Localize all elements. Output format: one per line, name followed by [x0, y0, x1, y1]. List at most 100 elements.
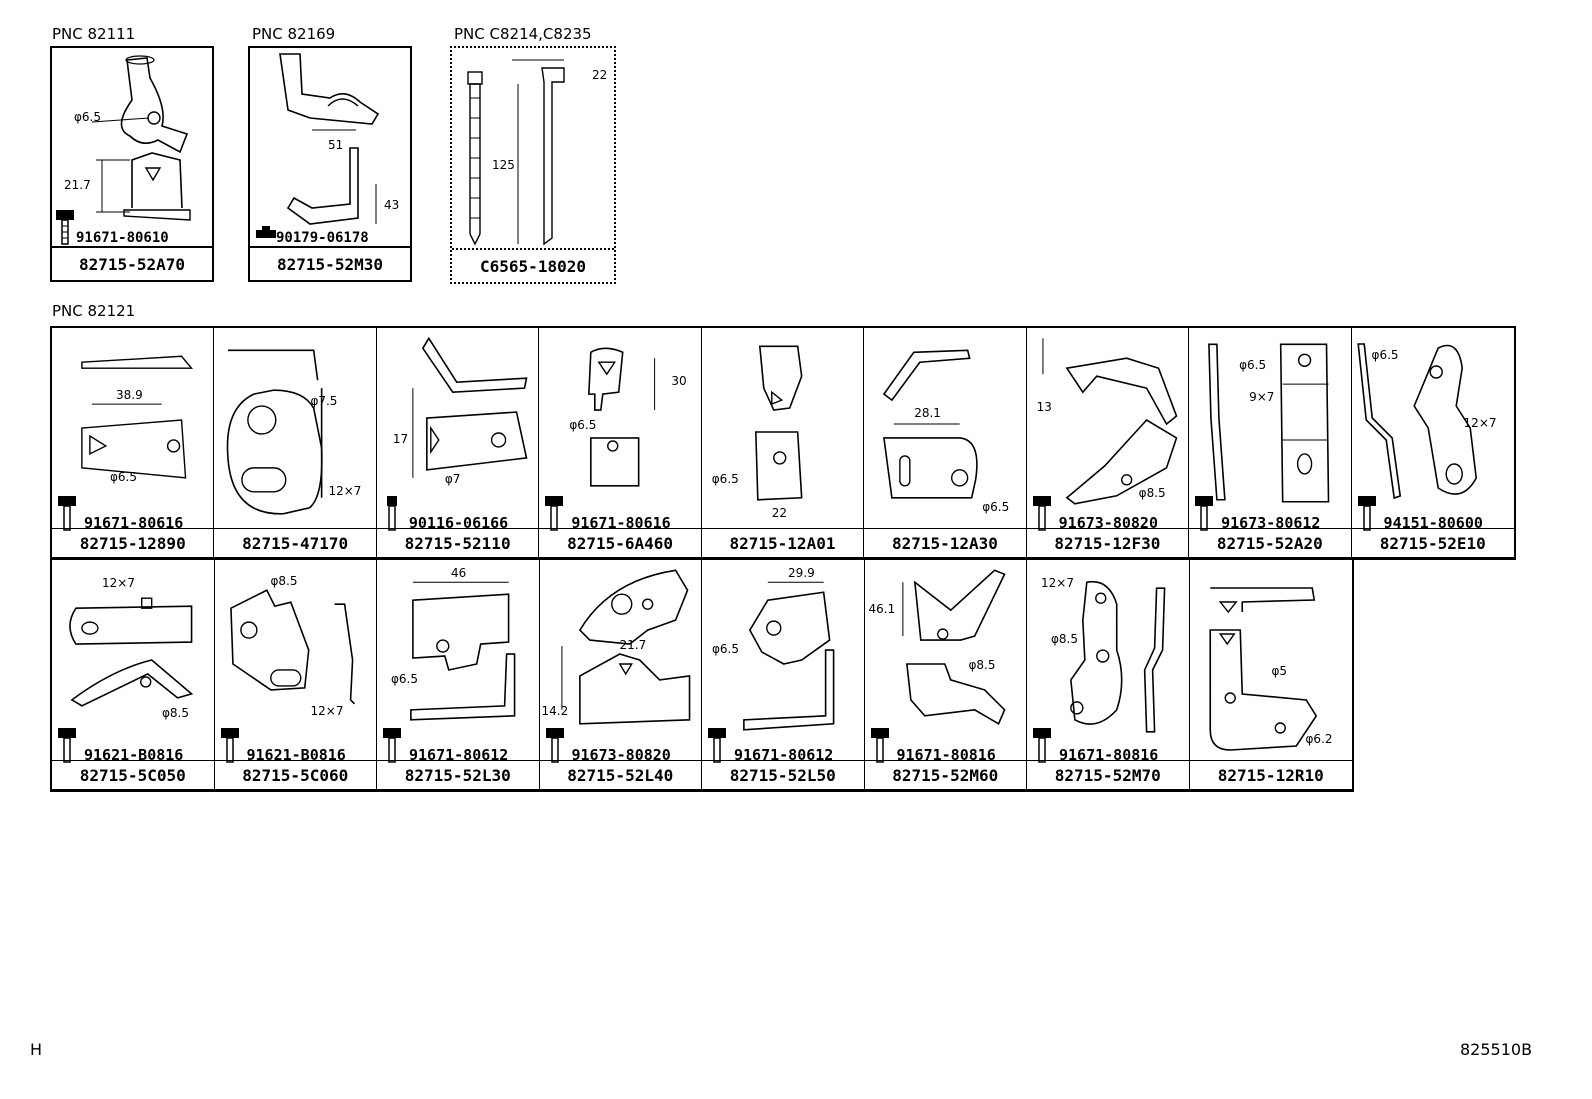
cable-tie-drawing: [467, 59, 565, 246]
part-number[interactable]: 82715-52A20: [1189, 528, 1351, 557]
bracket-drawing: [69, 597, 194, 707]
bolt-part-number[interactable]: 94151-80600: [1383, 514, 1483, 532]
dim: 12×7: [310, 704, 344, 718]
bracket-drawing: [91, 55, 191, 221]
part-box-82715-52a70[interactable]: φ6.5 21.7 91671-80610 82715-52A70: [50, 46, 214, 282]
dim: φ8.5: [1138, 486, 1166, 500]
dim: 30: [671, 374, 687, 388]
parts-grid-row-2: 12×7 φ8.5 91621-B0816 82715-5C050 φ8.5 1…: [50, 558, 1354, 792]
dim-21-7: 21.7: [64, 178, 91, 192]
dim-51: 51: [328, 138, 344, 152]
part-box-82715-52m30[interactable]: 51 43 90179-06178 82715-52M30: [248, 46, 412, 282]
bolt-part-number[interactable]: 91621-B0816: [246, 746, 346, 764]
bolt-part-number[interactable]: 91671-80816: [896, 746, 996, 764]
part-cell[interactable]: 38.9 φ6.5 91671-80616 82715-12890: [52, 328, 215, 558]
dim: 46.1: [868, 602, 896, 616]
bolt-part-number[interactable]: 90179-06178: [276, 230, 369, 246]
part-number[interactable]: 82715-52M30: [250, 246, 410, 280]
dim: 12×7: [1463, 416, 1497, 430]
bracket-drawing: [883, 349, 978, 499]
part-cell[interactable]: 28.1 φ6.5 82715-12A30: [864, 328, 1027, 558]
part-cell[interactable]: φ6.5 22 82715-12A01: [701, 328, 865, 558]
bolt-icon: [1033, 728, 1051, 763]
part-number[interactable]: 82715-12A01: [701, 528, 864, 557]
part-number[interactable]: 82715-52M60: [864, 760, 1026, 789]
bolt-icon: [58, 496, 76, 531]
bolt-part-number[interactable]: 91671-80616: [84, 514, 184, 532]
dim: φ6.2: [1305, 732, 1333, 746]
bolt-part-number[interactable]: 91671-80616: [571, 514, 671, 532]
part-number[interactable]: C6565-18020: [452, 248, 614, 282]
bolt-part-number[interactable]: 90116-06166: [408, 514, 509, 532]
dim: 12×7: [1041, 576, 1074, 590]
bolt-part-number[interactable]: 91621-B0816: [84, 746, 184, 764]
part-cell[interactable]: φ7.5 12×7 82715-47170: [214, 328, 377, 558]
bolt-part-number[interactable]: 91671-80610: [76, 230, 169, 246]
dim: 29.9: [788, 566, 815, 580]
part-number[interactable]: 82715-52110: [376, 528, 539, 557]
bolt-icon: [1195, 496, 1214, 531]
bolt-part-number[interactable]: 91671-80816: [1059, 746, 1159, 764]
part-number[interactable]: 82715-52L50: [702, 760, 864, 789]
part-number[interactable]: 82715-6A460: [539, 528, 701, 557]
bolt-part-number[interactable]: 91671-80612: [734, 746, 834, 764]
part-cell[interactable]: 46 φ6.5 91671-80612 82715-52L30: [377, 560, 540, 790]
part-number[interactable]: 82715-12A30: [864, 528, 1026, 557]
bolt-part-number[interactable]: 91673-80820: [1058, 514, 1158, 532]
part-cell[interactable]: 29.9 φ6.5 91671-80612 82715-52L50: [702, 560, 865, 790]
bolt-icon: [58, 728, 76, 763]
dim: 21.7: [619, 638, 647, 652]
part-cell[interactable]: φ5 φ6.2 82715-12R10: [1189, 560, 1352, 790]
part-cell[interactable]: 46.1 φ8.5 91671-80816 82715-52M60: [864, 560, 1027, 790]
part-number[interactable]: 82715-5C050: [52, 760, 214, 789]
part-number[interactable]: 82715-52E10: [1351, 528, 1514, 557]
bolt-icon: [870, 728, 889, 763]
part-number[interactable]: 82715-12F30: [1026, 528, 1189, 557]
dim: φ8.5: [162, 706, 189, 720]
bolt-part-number[interactable]: 91671-80612: [409, 746, 509, 764]
dim-125: 125: [492, 158, 515, 172]
pnc-label-c8214: PNC C8214,C8235: [454, 25, 592, 43]
pnc-label-82169: PNC 82169: [252, 25, 336, 43]
part-number[interactable]: 82715-5C060: [214, 760, 376, 789]
dim: 46: [451, 566, 467, 580]
part-cell[interactable]: 21.7 14.2 91673-80820 82715-52L40: [539, 560, 702, 790]
dim: 12×7: [102, 576, 135, 590]
dim: φ6.5: [391, 672, 418, 686]
pnc-label-82111: PNC 82111: [52, 25, 136, 43]
dim: φ6.5: [1239, 358, 1267, 372]
part-number[interactable]: 82715-52A70: [52, 246, 212, 280]
part-cell[interactable]: 30 φ6.5 91671-80616 82715-6A460: [539, 328, 702, 558]
dim: 38.9: [116, 388, 143, 402]
dim: φ7.5: [310, 394, 338, 408]
part-cell[interactable]: 12×7 φ8.5 91671-80816 82715-52M70: [1027, 560, 1190, 790]
bracket-drawing: [588, 347, 656, 487]
dim: φ6.5: [982, 500, 1010, 514]
bracket-drawing: [1208, 343, 1330, 503]
part-number[interactable]: 82715-12R10: [1189, 760, 1352, 789]
part-box-c6565-18020[interactable]: 22 125 C6565-18020: [450, 46, 616, 284]
bolt-part-number[interactable]: 91673-80820: [571, 746, 671, 764]
part-cell[interactable]: φ6.5 12×7 94151-80600 82715-52E10: [1351, 328, 1514, 558]
bolt-part-number[interactable]: 91673-80612: [1221, 514, 1321, 532]
dim: φ5: [1271, 664, 1288, 678]
part-number[interactable]: 82715-52L40: [539, 760, 701, 789]
part-number[interactable]: 82715-12890: [52, 528, 214, 557]
part-cell[interactable]: φ8.5 12×7 91621-B0816 82715-5C060: [214, 560, 377, 790]
bracket-drawing: [1042, 338, 1178, 505]
part-cell[interactable]: φ6.5 9×7 91673-80612 82715-52A20: [1189, 328, 1352, 558]
dim: 14.2: [541, 704, 569, 718]
part-cell[interactable]: 13 φ8.5 91673-80820 82715-12F30: [1026, 328, 1190, 558]
bracket-drawing: [754, 345, 803, 501]
dim: φ6.5: [110, 470, 137, 484]
part-number[interactable]: 82715-47170: [214, 528, 376, 557]
bracket-drawing: [1356, 343, 1477, 500]
dim-43: 43: [384, 198, 400, 212]
bolt-icon: [1357, 496, 1376, 531]
bracket-drawing: [229, 589, 355, 705]
part-number[interactable]: 82715-52M70: [1027, 760, 1189, 789]
part-number[interactable]: 82715-52L30: [377, 760, 539, 789]
part-cell[interactable]: 12×7 φ8.5 91621-B0816 82715-5C050: [52, 560, 215, 790]
dim: 17: [392, 432, 409, 446]
part-cell[interactable]: 17 φ7 90116-06166 82715-52110: [376, 328, 540, 558]
